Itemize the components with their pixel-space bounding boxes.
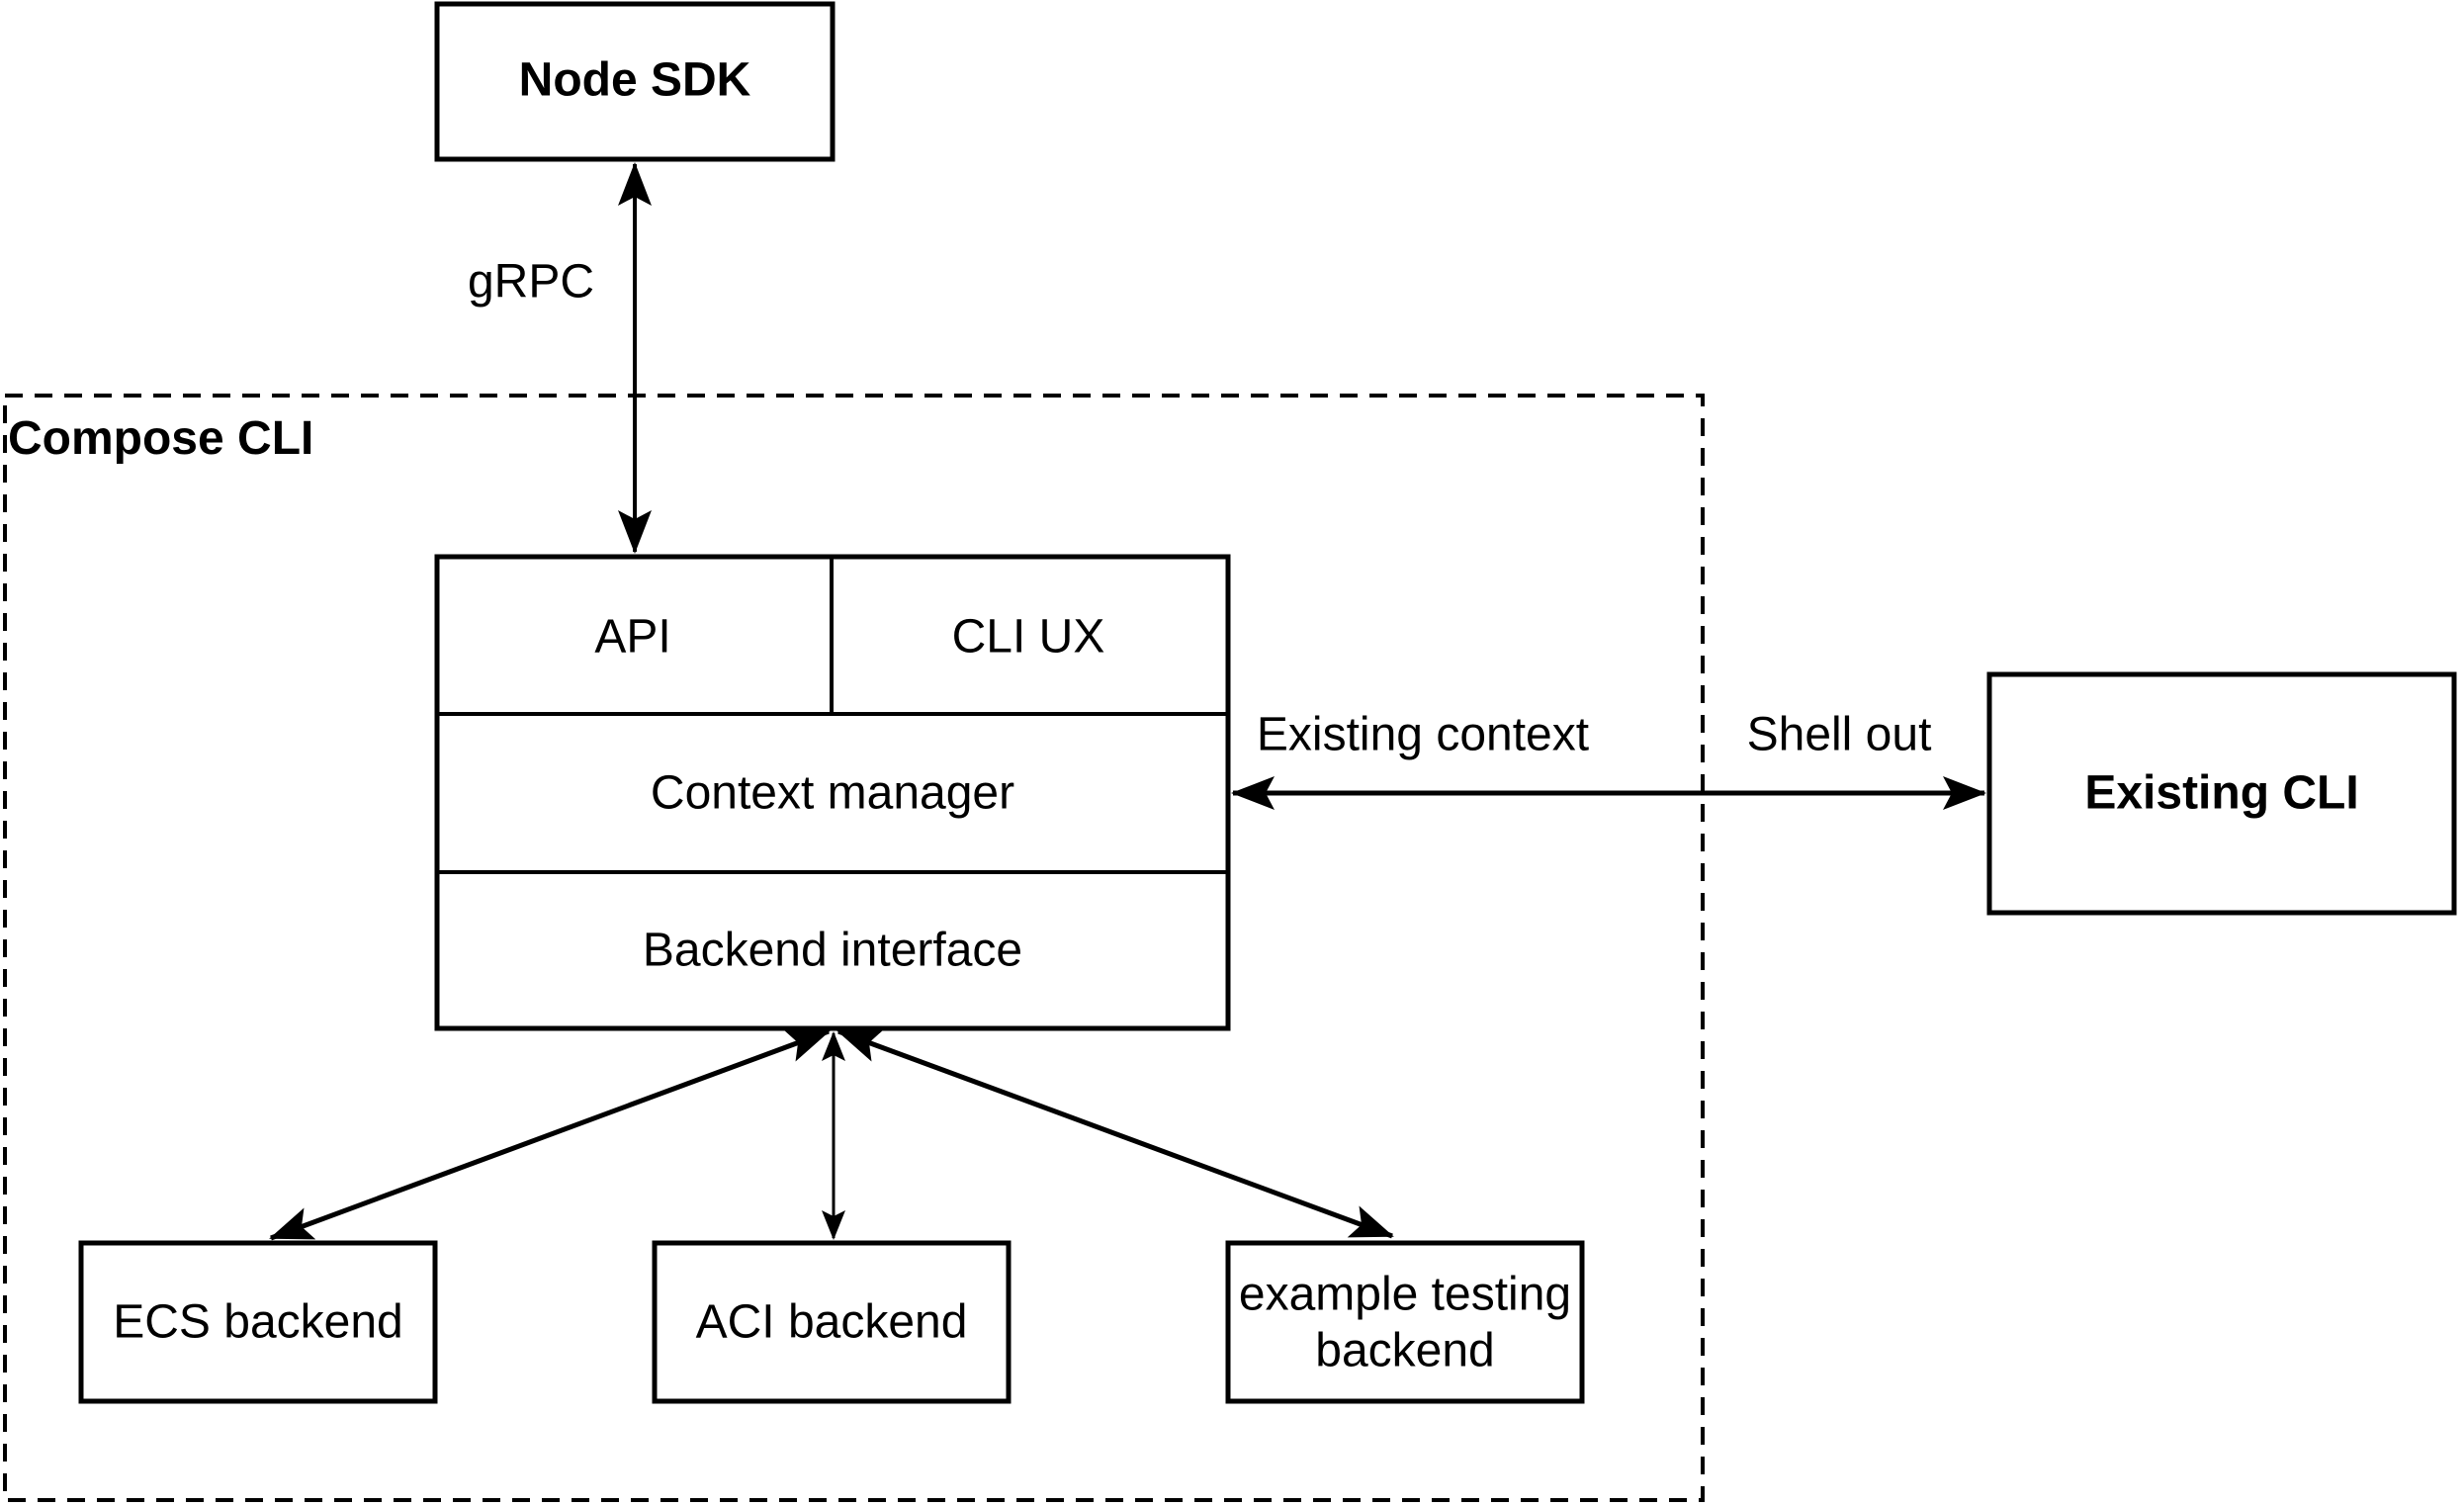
- example-testing-backend-box: [1225, 1240, 1585, 1404]
- existing-cli-label: Existing CLI: [2084, 766, 2359, 820]
- node-sdk-label: Node SDK: [518, 53, 751, 107]
- grpc-edge-label: gRPC: [467, 255, 595, 309]
- context-manager-label: Context manager: [650, 766, 1015, 820]
- example-testing-backend-label: example testing backend: [1238, 1268, 1572, 1376]
- shell-out-edge-label: Shell out: [1746, 708, 1932, 761]
- existing-context-edge-label: Existing context: [1256, 708, 1590, 761]
- ecs-backend-box: [78, 1240, 438, 1404]
- cli-ux-label: CLI UX: [951, 610, 1105, 664]
- aci-backend-label: ACI backend: [695, 1295, 968, 1349]
- backend-interface-label: Backend interface: [642, 924, 1023, 977]
- api-label: API: [594, 610, 671, 664]
- backend-to-example-connector-arrow: [836, 1028, 1394, 1239]
- compose-cli-container-label: Compose CLI: [8, 412, 314, 465]
- existing-cli-box: [1986, 671, 2457, 916]
- compose-cli-container-box: [3, 394, 1705, 1502]
- backend-to-ecs-connector-arrow: [269, 1028, 831, 1241]
- ecs-backend-label: ECS backend: [113, 1295, 403, 1349]
- aci-backend-box: [652, 1240, 1012, 1404]
- node-sdk-box: [434, 1, 836, 162]
